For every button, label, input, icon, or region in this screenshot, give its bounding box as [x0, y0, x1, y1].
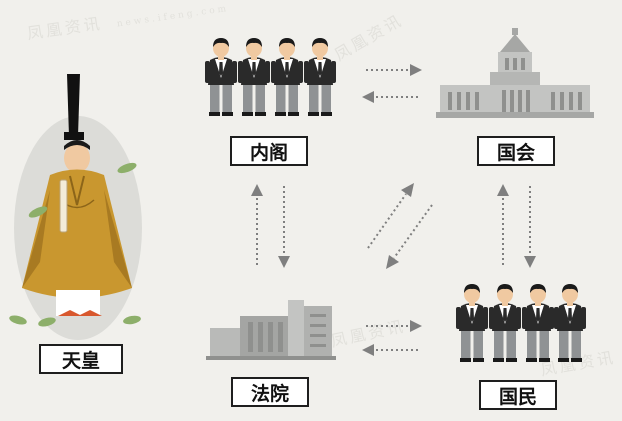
arrow-cabinet-to-people — [393, 204, 433, 259]
label-people: 国民 — [479, 380, 557, 410]
diet-building-icon — [436, 28, 594, 118]
label-cabinet: 内阁 — [230, 136, 308, 166]
label-emperor: 天皇 — [39, 344, 123, 374]
people-figures — [456, 284, 586, 362]
arrow-people-to-cabinet — [367, 193, 407, 249]
label-court: 法院 — [231, 377, 309, 407]
relationship-arrows — [251, 64, 536, 356]
cabinet-figures — [205, 38, 336, 116]
label-diet: 国会 — [477, 136, 555, 166]
emperor-figure — [22, 74, 132, 316]
leaf-decorations — [9, 162, 141, 327]
court-building-icon — [206, 300, 336, 360]
